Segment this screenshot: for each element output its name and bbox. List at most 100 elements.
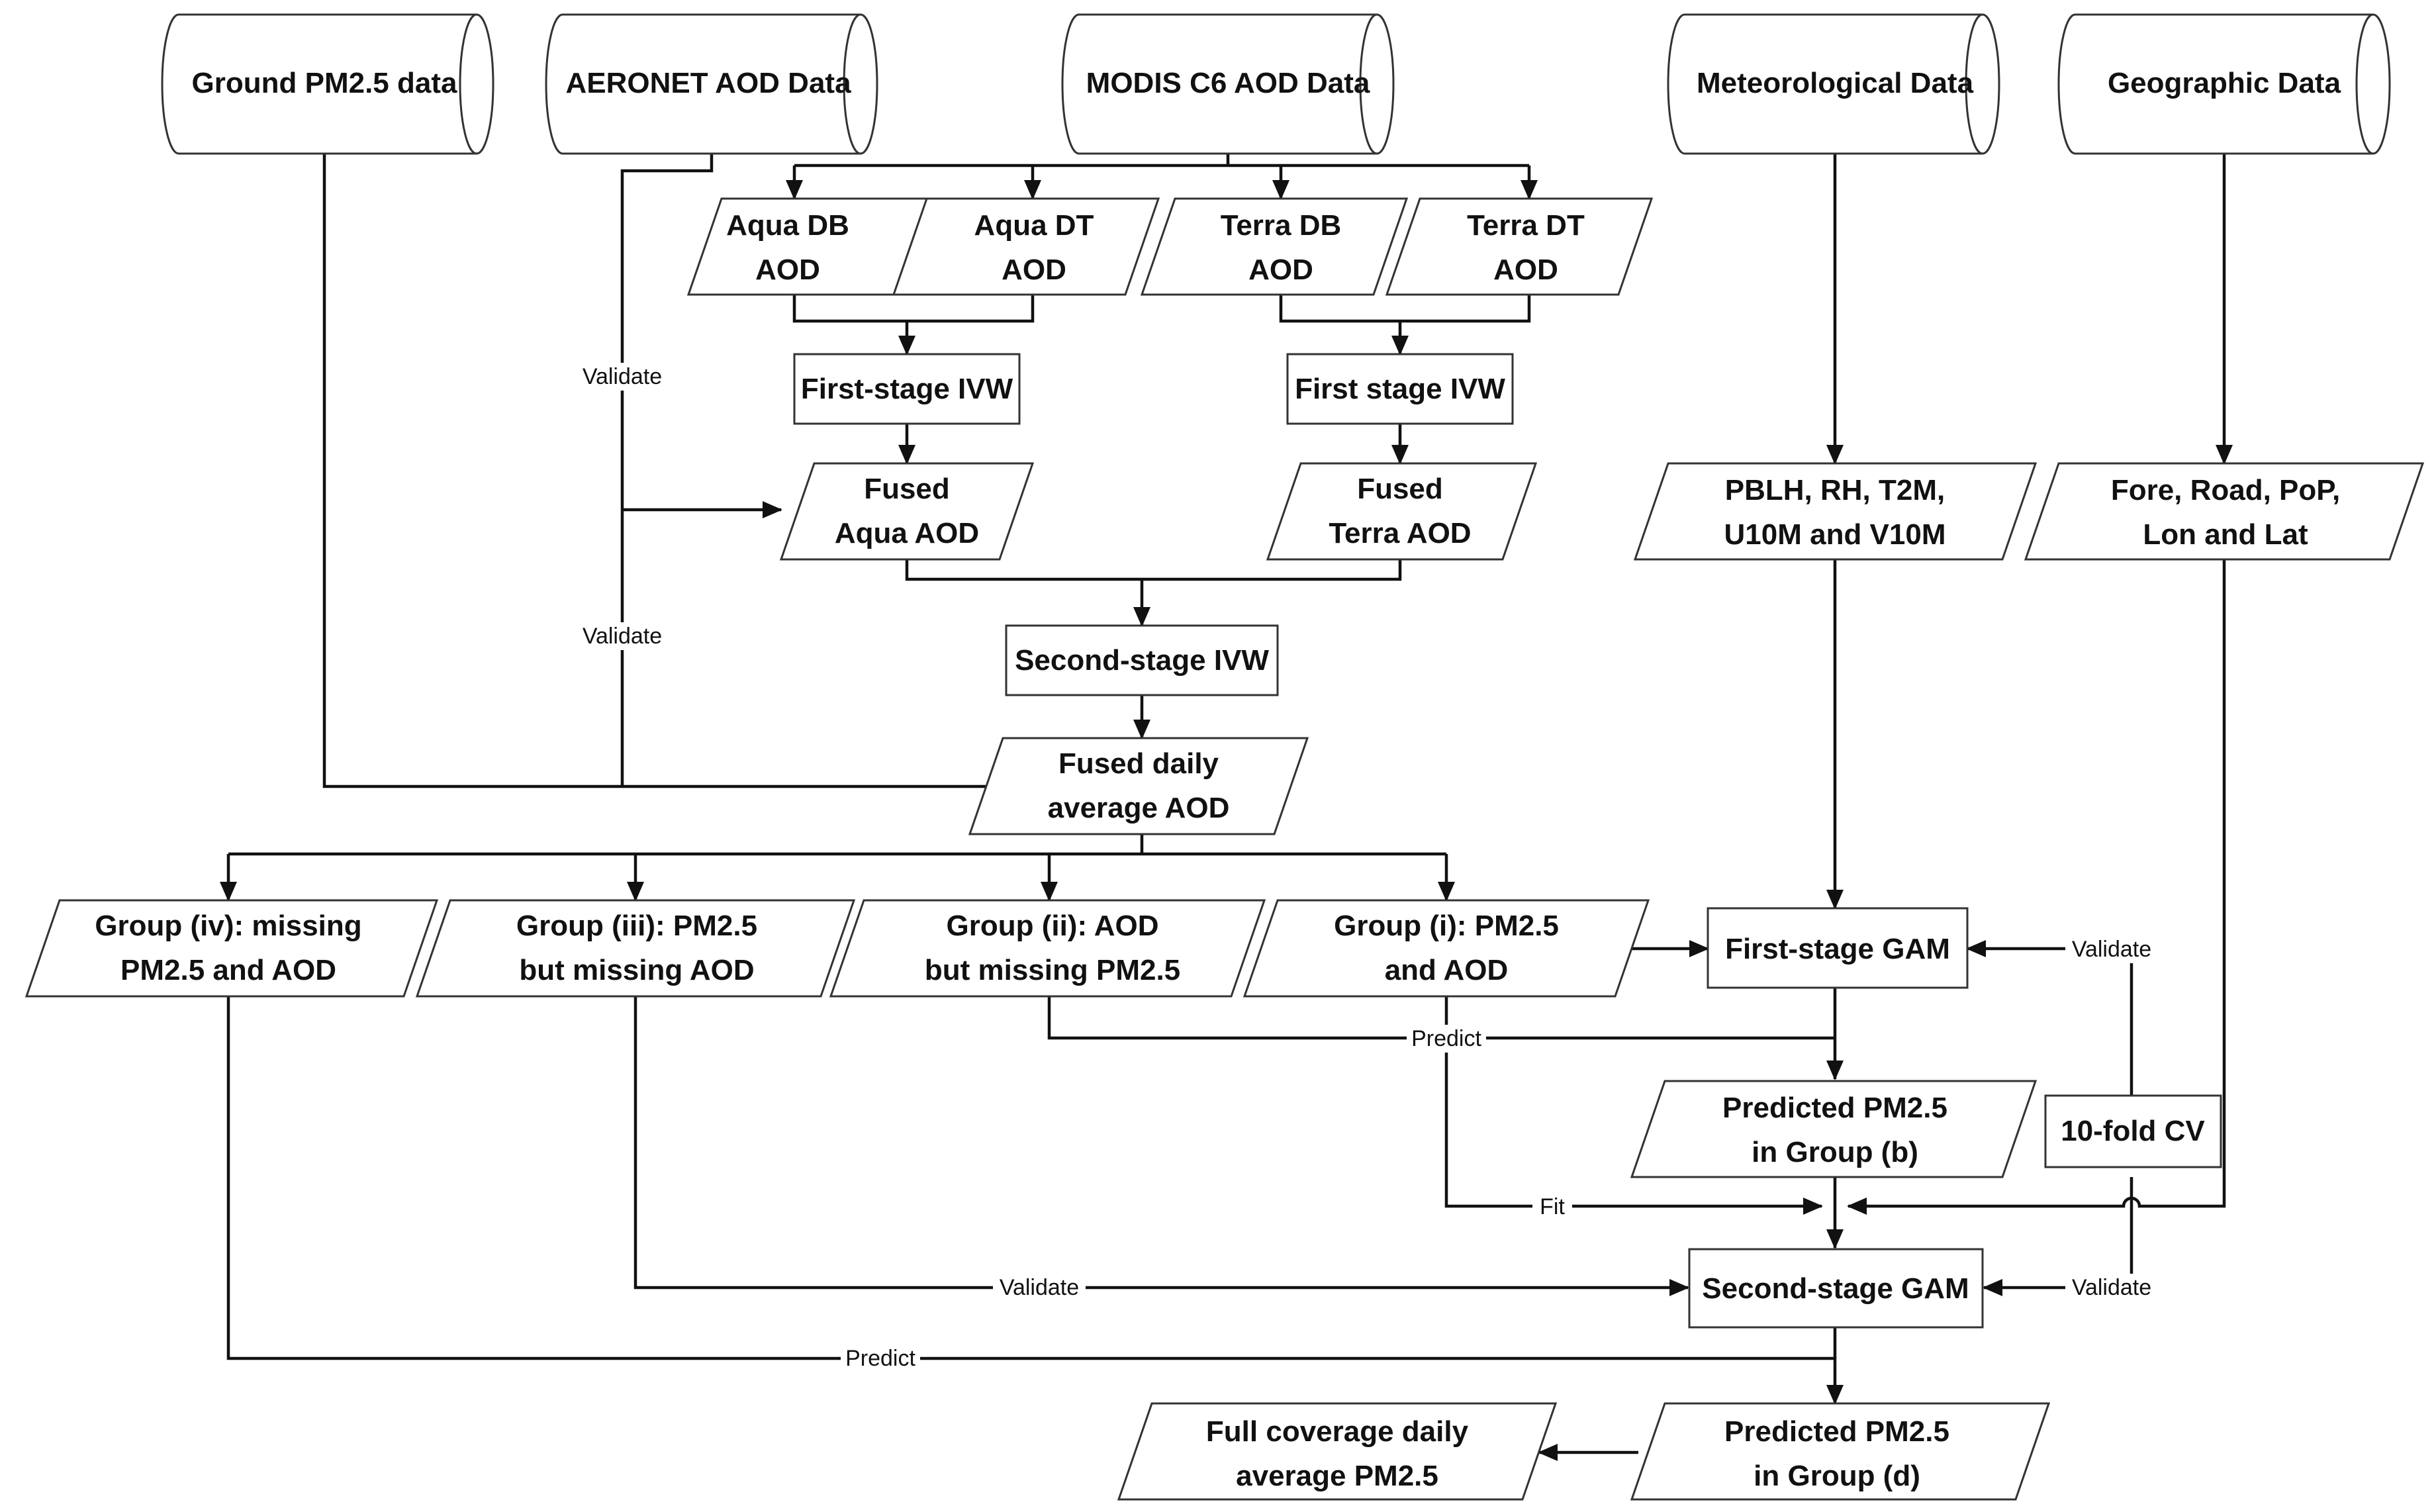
node-aqua-dt-aod: Aqua DT AOD (892, 197, 1160, 296)
svg-text:U10M and V10M: U10M and V10M (1724, 518, 1946, 551)
node-first-stage-ivw-terra: First stage IVW (1286, 353, 1514, 425)
edge-label-predict-group2: Predict (1407, 1025, 1486, 1053)
edge-label-validate-gam1: Validate (2065, 935, 2158, 963)
node-10-fold-cv: 10-fold CV (2044, 1094, 2222, 1168)
edge-g1-fit (1444, 996, 1823, 1215)
svg-text:Second-stage GAM: Second-stage GAM (1702, 1272, 1969, 1305)
svg-text:PBLH, RH, T2M,: PBLH, RH, T2M, (1725, 474, 1945, 506)
node-full-coverage-daily-average-pm25: Full coverage daily average PM2.5 (1117, 1402, 1558, 1501)
svg-text:Terra DT: Terra DT (1467, 209, 1585, 242)
edge-aeronet-validate (620, 154, 714, 786)
svg-text:AOD: AOD (1493, 254, 1558, 286)
svg-text:average AOD: average AOD (1048, 792, 1230, 824)
svg-text:average PM2.5: average PM2.5 (1236, 1460, 1438, 1492)
svg-text:Aqua DT: Aqua DT (974, 209, 1094, 242)
node-geographic-variables: Fore, Road, PoP, Lon and Lat (2024, 462, 2425, 561)
svg-text:but missing PM2.5: but missing PM2.5 (925, 954, 1180, 986)
svg-text:First stage IVW: First stage IVW (1295, 373, 1505, 405)
edge-daily-bus (228, 834, 1446, 856)
svg-text:Predict: Predict (1411, 1026, 1481, 1051)
edge-labels: Validate Validate Validate Validate Vali… (576, 363, 2158, 1372)
node-first-stage-gam: First-stage GAM (1707, 907, 1969, 989)
svg-text:Predicted PM2.5: Predicted PM2.5 (1724, 1415, 1949, 1448)
svg-text:PM2.5 and AOD: PM2.5 and AOD (120, 954, 336, 986)
edges (220, 154, 2233, 1461)
svg-text:AOD: AOD (755, 254, 820, 286)
node-aeronet-aod-data: AERONET AOD Data (545, 13, 878, 155)
node-terra-dt-aod: Terra DT AOD (1385, 197, 1654, 296)
svg-text:Aqua AOD: Aqua AOD (835, 517, 979, 549)
svg-text:First-stage IVW: First-stage IVW (801, 373, 1013, 405)
node-fused-aqua-aod: Fused Aqua AOD (779, 462, 1035, 561)
svg-text:Validate: Validate (2072, 937, 2151, 962)
svg-text:Validate: Validate (1000, 1275, 1079, 1300)
svg-text:10-fold CV: 10-fold CV (2061, 1115, 2205, 1147)
svg-text:Predicted PM2.5: Predicted PM2.5 (1722, 1092, 1947, 1124)
svg-text:AERONET AOD Data: AERONET AOD Data (565, 67, 851, 99)
node-predicted-pm25-group-b: Predicted PM2.5 in Group (b) (1630, 1080, 2038, 1178)
svg-text:Fit: Fit (1540, 1194, 1565, 1219)
svg-text:AOD: AOD (1248, 254, 1313, 286)
svg-text:Group (iv): missing: Group (iv): missing (95, 910, 361, 942)
svg-text:First-stage GAM: First-stage GAM (1725, 933, 1950, 965)
svg-text:but missing AOD: but missing AOD (519, 954, 754, 986)
node-predicted-pm25-group-d: Predicted PM2.5 in Group (d) (1630, 1402, 2051, 1501)
svg-text:Terra AOD: Terra AOD (1329, 517, 1471, 549)
edge-g2-predict (1047, 996, 1835, 1040)
svg-text:Validate: Validate (583, 624, 662, 649)
edge-terra-merge (1279, 295, 1531, 323)
svg-text:Group (i): PM2.5: Group (i): PM2.5 (1334, 910, 1559, 942)
node-group-ii: Group (ii): AOD but missing PM2.5 (829, 899, 1266, 998)
edge-label-predict-group4: Predict (841, 1345, 920, 1372)
svg-text:Second-stage IVW: Second-stage IVW (1015, 644, 1269, 677)
edge-label-validate-gam2: Validate (2065, 1274, 2158, 1301)
svg-text:Fused: Fused (864, 473, 950, 505)
svg-text:Meteorological Data: Meteorological Data (1697, 67, 1974, 99)
svg-text:in Group (b): in Group (b) (1752, 1136, 1918, 1168)
svg-text:Validate: Validate (2072, 1275, 2151, 1300)
edge-ground-fuseddaily (322, 154, 1014, 795)
svg-text:Terra DB: Terra DB (1221, 209, 1342, 242)
node-meteorological-variables: PBLH, RH, T2M, U10M and V10M (1633, 462, 2038, 561)
svg-text:Full coverage daily: Full coverage daily (1206, 1415, 1469, 1448)
svg-text:Geographic Data: Geographic Data (2108, 67, 2341, 99)
node-group-iv: Group (iv): missing PM2.5 and AOD (24, 899, 439, 998)
edge-g4-predict (226, 996, 1844, 1405)
node-first-stage-ivw-aqua: First-stage IVW (793, 353, 1021, 425)
svg-text:Validate: Validate (583, 364, 662, 389)
node-group-i: Group (i): PM2.5 and AOD (1242, 899, 1650, 998)
svg-text:MODIS C6 AOD Data: MODIS C6 AOD Data (1086, 67, 1370, 99)
svg-text:Fused: Fused (1357, 473, 1443, 505)
svg-text:Fore, Road, PoP,: Fore, Road, PoP, (2111, 474, 2340, 506)
svg-text:Aqua DB: Aqua DB (726, 209, 849, 242)
node-terra-db-aod: Terra DB AOD (1140, 197, 1409, 296)
node-geographic-data: Geographic Data (2057, 13, 2391, 155)
nodes: Ground PM2.5 data AERONET AOD Data MODIS… (24, 13, 2425, 1501)
edge-aqua-merge (792, 295, 1035, 323)
node-ground-pm25-data: Ground PM2.5 data (161, 13, 494, 155)
svg-text:Ground PM2.5 data: Ground PM2.5 data (192, 67, 457, 99)
node-modis-c6-aod-data: MODIS C6 AOD Data (1061, 13, 1395, 155)
svg-text:Predict: Predict (845, 1346, 915, 1371)
svg-text:AOD: AOD (1002, 254, 1066, 286)
edge-label-validate-aeronet-1: Validate (576, 363, 669, 391)
edge-label-validate-aeronet-2: Validate (576, 622, 669, 650)
node-second-stage-gam: Second-stage GAM (1688, 1248, 1984, 1329)
node-fused-terra-aod: Fused Terra AOD (1266, 462, 1538, 561)
edge-modis-bus (794, 154, 1529, 167)
node-fused-daily-average-aod: Fused daily average AOD (968, 737, 1309, 835)
svg-text:Fused daily: Fused daily (1058, 747, 1219, 780)
node-second-stage-ivw: Second-stage IVW (1005, 624, 1279, 696)
node-aqua-db-aod: Aqua DB AOD (686, 197, 955, 296)
edge-fused-merge (905, 559, 1402, 581)
svg-text:and AOD: and AOD (1385, 954, 1509, 986)
node-group-iii: Group (iii): PM2.5 but missing AOD (415, 899, 856, 998)
svg-text:Group (iii): PM2.5: Group (iii): PM2.5 (516, 910, 757, 942)
edge-label-validate-group3: Validate (993, 1274, 1086, 1301)
node-meteorological-data: Meteorological Data (1667, 13, 2000, 155)
svg-text:Group (ii): AOD: Group (ii): AOD (947, 910, 1159, 942)
svg-text:in Group (d): in Group (d) (1754, 1460, 1920, 1492)
edge-g3-validate (633, 996, 1689, 1296)
edge-label-fit: Fit (1532, 1193, 1572, 1221)
